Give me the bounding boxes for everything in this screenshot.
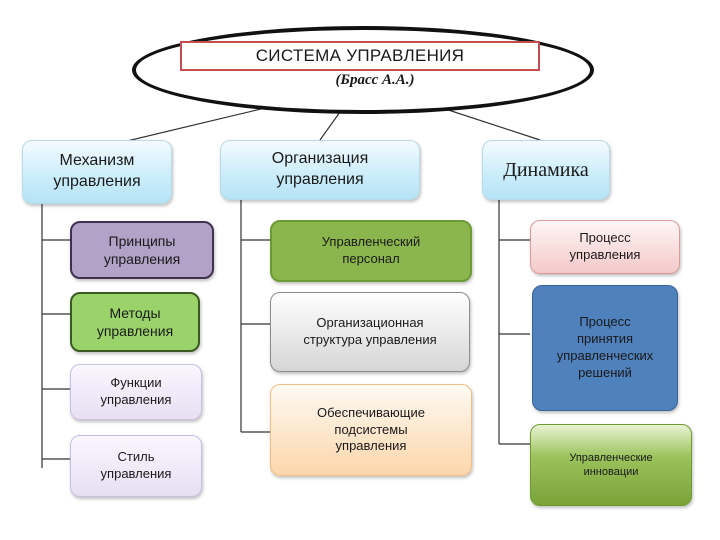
node-personnel: Управленческий персонал (270, 220, 472, 282)
node-principles: Принципы управления (70, 221, 214, 279)
header-dynamics: Динамика (482, 140, 610, 200)
node-org-structure: Организационная структура управления (270, 292, 470, 372)
node-methods: Методы управления (70, 292, 200, 352)
node-style: Стиль управления (70, 435, 202, 497)
node-support-subsystems: Обеспечивающие подсистемы управления (270, 384, 472, 476)
header-organization: Организация управления (220, 140, 420, 200)
title-box: СИСТЕМА УПРАВЛЕНИЯ (180, 41, 540, 71)
author-caption: (Брасс А.А.) (335, 72, 415, 88)
diagram-title: СИСТЕМА УПРАВЛЕНИЯ (255, 46, 465, 65)
node-management-process: Процесс управления (530, 220, 680, 274)
header-mechanism: Механизм управления (22, 140, 172, 204)
node-innovations: Управленческие инновации (530, 424, 692, 506)
node-functions: Функции управления (70, 364, 202, 420)
node-decision-process: Процесс принятия управленческих решений (532, 285, 678, 411)
